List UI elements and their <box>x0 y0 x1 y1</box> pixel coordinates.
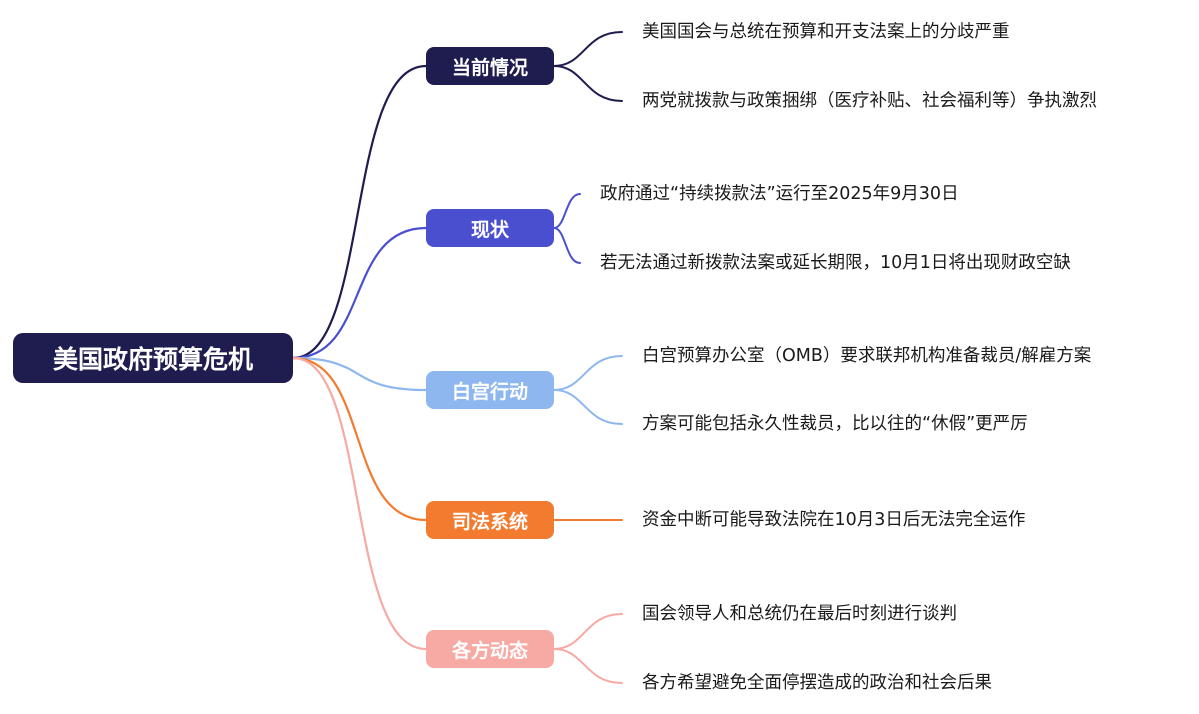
connector-root-to-judicial-system <box>291 356 428 522</box>
root-node[interactable]: 美国政府预算危机 <box>13 333 293 383</box>
leaf-status-2: 若无法通过新拨款法案或延长期限，10月1日将出现财政空缺 <box>600 253 1071 273</box>
connector-white-house-action-leaf-1 <box>553 355 623 391</box>
connector-white-house-action-leaf-2 <box>553 389 623 425</box>
connector-status-leaf-2 <box>553 227 581 264</box>
connector-root-to-status <box>291 226 428 360</box>
connector-all-parties-leaf-1 <box>553 613 623 650</box>
leaf-status-1: 政府通过“持续拨款法”运行至2025年9月30日 <box>600 184 959 204</box>
leaf-current-situation-2: 两党就拨款与政策捆绑（医疗补贴、社会福利等）争执激烈 <box>642 91 1097 111</box>
leaf-judicial-1: 资金中断可能导致法院在10月3日后无法完全运作 <box>642 510 1026 530</box>
branch-node-current-situation[interactable]: 当前情况 <box>426 47 554 85</box>
connector-all-parties-leaf-2 <box>553 648 623 684</box>
connector-current-situation-leaf-1 <box>553 31 623 67</box>
branch-node-white-house-action[interactable]: 白宫行动 <box>426 371 554 409</box>
connector-root-to-current-situation <box>291 64 428 360</box>
leaf-all-parties-2: 各方希望避免全面停摆造成的政治和社会后果 <box>642 673 992 693</box>
branch-node-all-parties[interactable]: 各方动态 <box>426 630 554 668</box>
leaf-white-house-2: 方案可能包括永久性裁员，比以往的“休假”更严厉 <box>642 414 1028 434</box>
leaf-white-house-1: 白宫预算办公室（OMB）要求联邦机构准备裁员/解雇方案 <box>642 346 1092 366</box>
leaf-current-situation-1: 美国国会与总统在预算和开支法案上的分歧严重 <box>642 22 1010 42</box>
leaf-all-parties-1: 国会领导人和总统仍在最后时刻进行谈判 <box>642 604 957 624</box>
connector-status-leaf-1 <box>553 193 581 229</box>
branch-node-judicial-system[interactable]: 司法系统 <box>426 501 554 539</box>
connector-root-to-white-house-action <box>291 356 428 392</box>
connector-root-to-all-parties <box>291 356 428 651</box>
branch-node-status[interactable]: 现状 <box>426 209 554 247</box>
connector-current-situation-leaf-2 <box>553 65 623 102</box>
